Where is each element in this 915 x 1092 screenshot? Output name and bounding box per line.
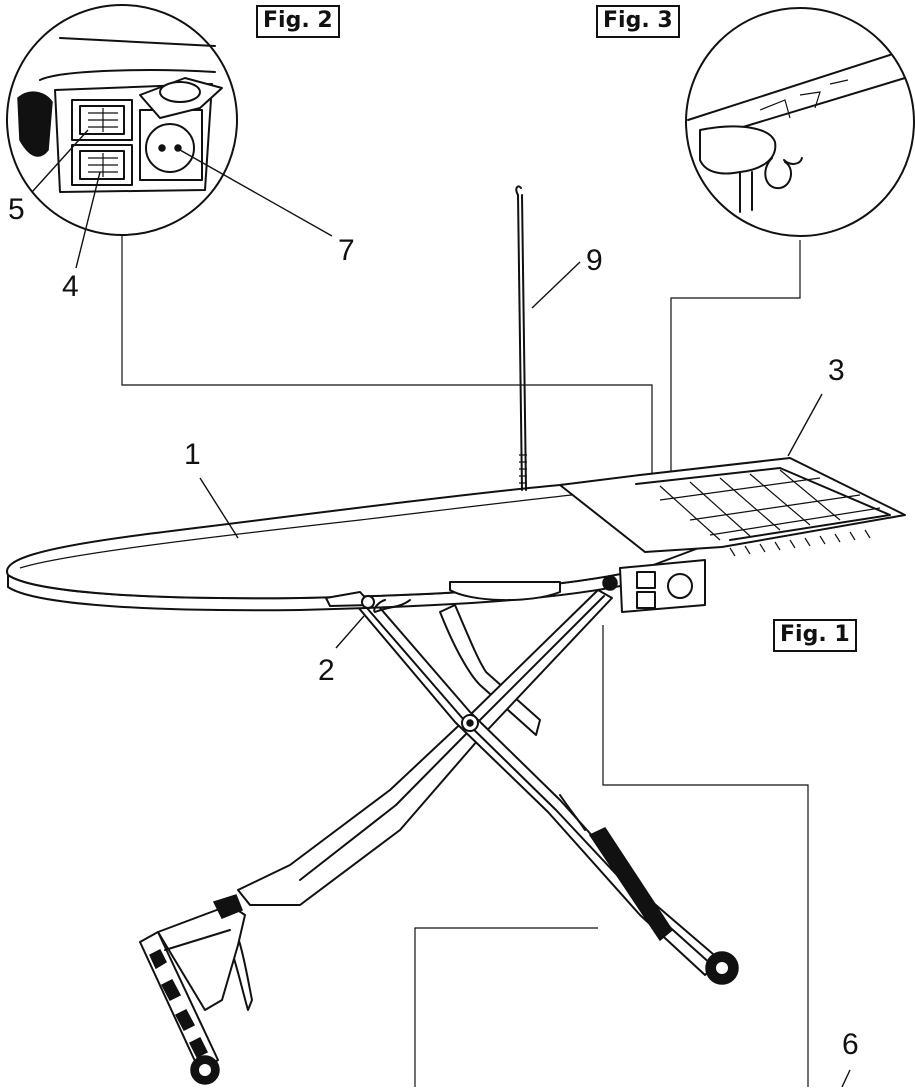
fig2-label: Fig. 2 xyxy=(256,5,340,38)
board-hub xyxy=(325,581,561,613)
fig2-detail-circle xyxy=(6,4,333,269)
callout-6: 6 xyxy=(842,1028,859,1061)
left-foot xyxy=(139,894,246,1085)
ironing-board xyxy=(6,457,906,612)
cable-holder xyxy=(515,185,527,491)
callout-7: 7 xyxy=(338,234,355,267)
callout-9: 9 xyxy=(586,244,603,277)
callout-leader-lines xyxy=(199,261,851,1088)
leg-frame xyxy=(214,589,721,1011)
socket-box xyxy=(602,559,706,613)
callout-5: 5 xyxy=(8,193,25,226)
fig3-label: Fig. 3 xyxy=(596,5,680,38)
fig1-label: Fig. 1 xyxy=(773,619,857,652)
callout-4: 4 xyxy=(62,270,79,303)
callout-1: 1 xyxy=(184,438,201,471)
right-foot xyxy=(705,951,739,985)
callout-2: 2 xyxy=(318,654,335,687)
detail-connector-lines xyxy=(121,235,809,1087)
callout-3: 3 xyxy=(828,354,845,387)
fig3-detail-circle xyxy=(685,7,915,237)
